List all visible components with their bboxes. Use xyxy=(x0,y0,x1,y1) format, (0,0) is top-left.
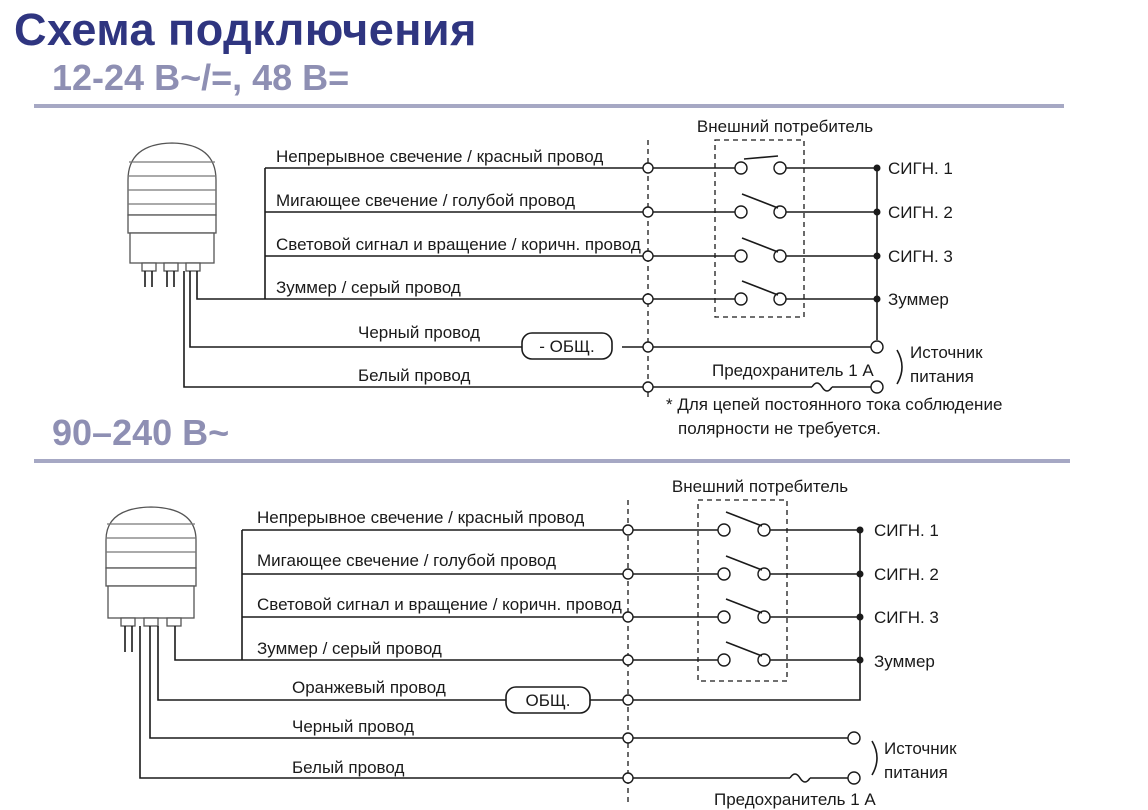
power-terminal-1 xyxy=(847,731,861,745)
switch-3 xyxy=(734,237,787,263)
power-source-label-line1: Источник xyxy=(884,739,957,758)
junction-terminal xyxy=(622,772,634,784)
signal-label-3: СИГН. 3 xyxy=(874,608,939,627)
orange-wire-line xyxy=(157,626,506,701)
power-terminal-2 xyxy=(870,380,884,394)
fuse-icon xyxy=(789,773,811,783)
fuse-icon xyxy=(811,382,833,392)
fuse-label: Предохранитель 1 А xyxy=(714,790,876,809)
power-terminal-1 xyxy=(870,340,884,354)
lamp-signal-lead xyxy=(196,271,265,300)
section-divider xyxy=(34,459,1070,463)
signal-label-1: СИГН. 1 xyxy=(888,159,953,178)
junction-terminal xyxy=(622,524,634,536)
signal-lamp-icon xyxy=(105,506,197,652)
junction-terminal xyxy=(622,694,634,706)
orange-wire-label: Оранжевый провод xyxy=(292,678,446,697)
external-load-label: Внешний потребитель xyxy=(697,117,873,136)
junction-terminal xyxy=(622,568,634,580)
wire-label-blue: Мигающее свечение / голубой провод xyxy=(276,191,575,210)
switch-1 xyxy=(734,155,787,175)
signal-label-1: СИГН. 1 xyxy=(874,521,939,540)
black-wire-label: Черный провод xyxy=(358,323,480,342)
power-bracket xyxy=(896,349,903,385)
junction-terminal xyxy=(622,611,634,623)
signal-label-buzzer: Зуммер xyxy=(874,652,935,671)
switch-4 xyxy=(734,280,787,306)
voltage-heading-low: 12-24 В~/=, 48 В= xyxy=(52,57,350,98)
signal-lamp-icon xyxy=(127,142,217,287)
switch-3 xyxy=(717,598,771,624)
voltage-heading-high: 90–240 В~ xyxy=(52,412,230,453)
wire-label-brown: Световой сигнал и вращение / коричн. про… xyxy=(257,595,622,614)
black-wire-line xyxy=(189,271,522,348)
white-wire-label: Белый провод xyxy=(358,366,470,385)
wiring-diagram-high-voltage: Непрерывное свечение / красный провод Ми… xyxy=(105,477,957,809)
wire-label-blue: Мигающее свечение / голубой провод xyxy=(257,551,556,570)
switch-1 xyxy=(717,511,771,537)
external-load-label: Внешний потребитель xyxy=(672,477,848,496)
section-divider xyxy=(34,104,1064,108)
wire-label-red: Непрерывное свечение / красный провод xyxy=(257,508,584,527)
wire-label-brown: Световой сигнал и вращение / коричн. про… xyxy=(276,235,641,254)
junction-terminal xyxy=(642,162,654,174)
wire-label-gray: Зуммер / серый провод xyxy=(257,639,442,658)
common-terminal-box xyxy=(521,332,613,360)
junction-terminal xyxy=(642,381,654,393)
switch-2 xyxy=(734,193,787,219)
white-wire-line xyxy=(139,626,628,779)
black-wire-line xyxy=(149,626,628,739)
external-load-box xyxy=(714,139,805,318)
junction-terminal xyxy=(642,206,654,218)
power-bracket xyxy=(871,740,878,776)
power-source-label-line1: Источник xyxy=(910,343,983,362)
common-label: ОБЩ. xyxy=(525,691,570,710)
power-terminal-2 xyxy=(847,771,861,785)
switch-2 xyxy=(717,555,771,581)
wire-label-gray: Зуммер / серый провод xyxy=(276,278,461,297)
lamp-signal-lead xyxy=(174,626,242,661)
external-load-box xyxy=(697,499,788,682)
power-source-label-line2: питания xyxy=(884,763,948,782)
signal-label-3: СИГН. 3 xyxy=(888,247,953,266)
junction-terminal xyxy=(642,293,654,305)
junction-terminal xyxy=(622,654,634,666)
wire-label-red: Непрерывное свечение / красный провод xyxy=(276,147,603,166)
signal-label-2: СИГН. 2 xyxy=(888,203,953,222)
signal-label-2: СИГН. 2 xyxy=(874,565,939,584)
white-wire-line xyxy=(183,271,648,388)
page-title: Схема подключения xyxy=(14,4,477,55)
dc-note-line2: полярности не требуется. xyxy=(678,419,881,438)
signal-label-buzzer: Зуммер xyxy=(888,290,949,309)
junction-terminal xyxy=(642,250,654,262)
switch-4 xyxy=(717,641,771,667)
wiring-diagram-low-voltage: Непрерывное свечение / красный провод Ми… xyxy=(127,117,1002,438)
common-label: - ОБЩ. xyxy=(539,337,594,356)
black-wire-label: Черный провод xyxy=(292,717,414,736)
white-wire-label: Белый провод xyxy=(292,758,404,777)
fuse-label: Предохранитель 1 А xyxy=(712,361,874,380)
junction-terminal xyxy=(642,341,654,353)
dc-note-line1: * Для цепей постоянного тока соблюдение xyxy=(666,395,1002,414)
junction-terminal xyxy=(622,732,634,744)
power-source-label-line2: питания xyxy=(910,367,974,386)
